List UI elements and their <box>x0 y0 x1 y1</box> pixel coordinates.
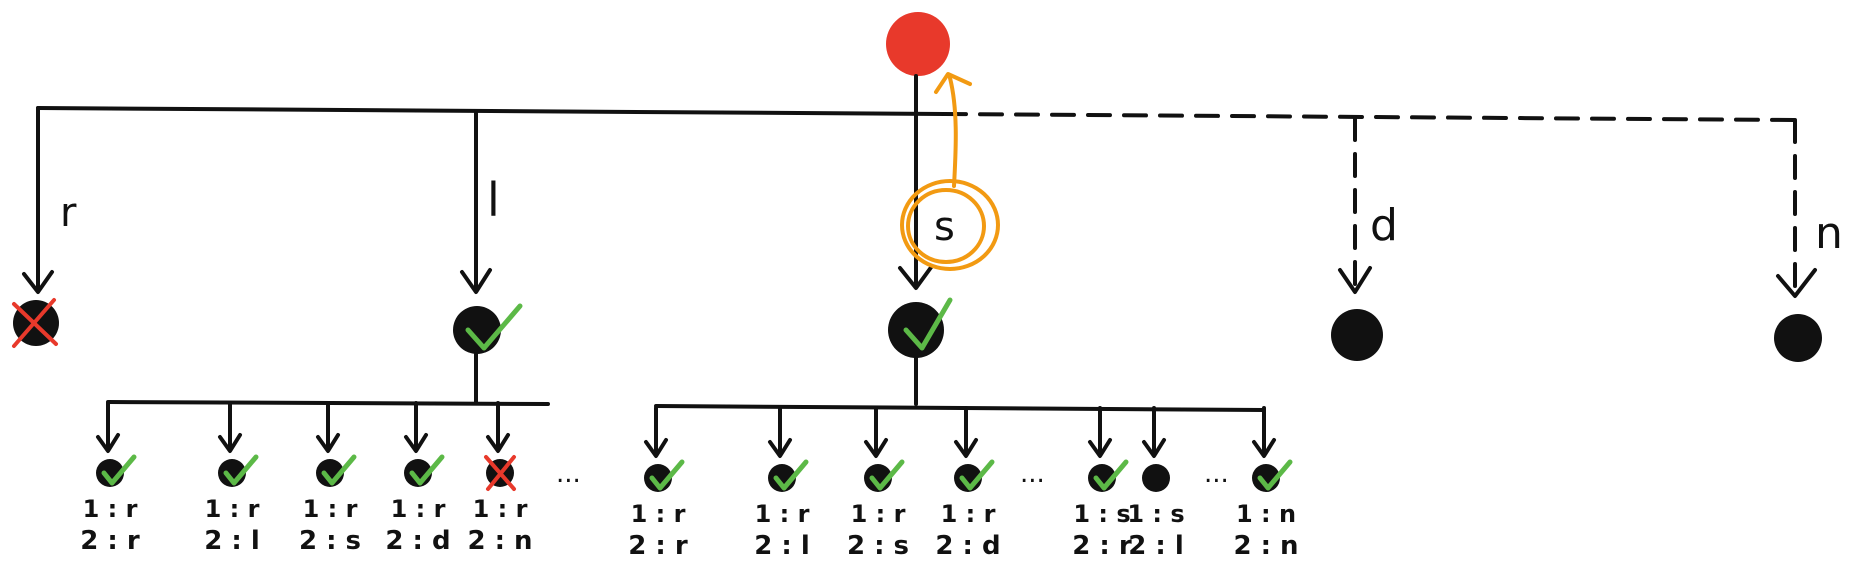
level1-bar-solid <box>36 106 946 116</box>
leaf-label-line1: 1 : r <box>473 495 528 523</box>
accept-check-icon <box>649 459 685 491</box>
accept-check-icon <box>465 303 523 351</box>
level1-node-3 <box>1331 309 1383 361</box>
right-group-bar <box>654 404 1266 412</box>
leaf-node <box>1142 464 1170 492</box>
selection-arrow <box>934 72 972 188</box>
accept-check-icon <box>773 459 809 491</box>
leaf-right-0: 1 : r 2 : r <box>628 406 688 561</box>
leaf-nodes: 1 : r 2 : r 1 : r 2 : l 1 : r 2 : s 1 : r 2 : d… <box>80 401 1299 561</box>
leaf-label-line2: 2 : l <box>1128 531 1184 561</box>
leaf-edge <box>954 406 978 458</box>
leaf-label-line1: 1 : r <box>205 495 260 523</box>
selection-label: s <box>934 204 955 250</box>
level1-node-1 <box>453 303 523 354</box>
leaf-edge <box>768 406 792 458</box>
reject-cross-icon <box>484 455 516 491</box>
accept-check-icon <box>223 454 259 486</box>
leaf-label-line1: 1 : r <box>631 500 686 528</box>
leaf-edge <box>316 401 340 453</box>
accept-check-icon <box>321 454 357 486</box>
leaf-label-line2: 2 : l <box>754 531 810 561</box>
ellipsis-right-1: ... <box>1020 459 1045 489</box>
leaf-left-0: 1 : r 2 : r <box>80 401 140 556</box>
leaf-label-line1: 1 : s <box>1127 500 1184 528</box>
leaf-label-line2: 2 : s <box>847 531 909 561</box>
selection-circle <box>900 179 1000 271</box>
leaf-edge <box>1142 406 1166 458</box>
leaf-label-line2: 2 : d <box>935 531 1000 561</box>
leaf-label-line1: 1 : r <box>851 500 906 528</box>
level1-node-4 <box>1774 314 1822 362</box>
leaf-label-line1: 1 : r <box>83 495 138 523</box>
leaf-label-line2: 2 : n <box>467 526 532 556</box>
leaf-edge <box>864 406 888 458</box>
leaf-label-line2: 2 : r <box>1072 531 1132 561</box>
leaf-left-4: 1 : r 2 : n <box>467 401 533 556</box>
leaf-label-line2: 2 : l <box>204 526 260 556</box>
leaf-label-line2: 2 : n <box>1233 531 1298 561</box>
leaf-right-5: 1 : s 2 : l <box>1127 406 1185 561</box>
reject-cross-icon <box>12 298 58 348</box>
edge-level1-3-arrowhead <box>1338 266 1372 294</box>
ellipsis-right-2: ... <box>1204 459 1229 489</box>
leaf-edge <box>1088 406 1112 458</box>
leaf-label-line1: 1 : s <box>1073 500 1130 528</box>
leaf-label-line2: 2 : d <box>385 526 450 556</box>
leaf-edge <box>404 401 428 453</box>
leaf-right-3: 1 : r 2 : d <box>935 406 1001 561</box>
leaf-right-1: 1 : r 2 : l <box>754 406 810 561</box>
leaf-label-line1: 1 : n <box>1236 500 1296 528</box>
leaf-edge <box>486 401 510 453</box>
edge-label-1: l <box>487 173 500 227</box>
accept-check-icon <box>409 454 445 486</box>
edge-level1-1 <box>460 110 492 294</box>
accept-check-icon <box>903 297 953 351</box>
leaf-right-6: 1 : n 2 : n <box>1233 406 1299 561</box>
ellipsis-between-groups: ... <box>556 459 581 489</box>
edge-label-0: r <box>60 190 77 236</box>
edge-label-3: d <box>1370 200 1398 251</box>
leaf-label-line1: 1 : r <box>303 495 358 523</box>
edge-label-4: n <box>1815 208 1843 259</box>
leaf-left-3: 1 : r 2 : d <box>385 401 451 556</box>
level1-node-0 <box>12 298 59 348</box>
level1-node-2 <box>888 297 953 358</box>
edge-level1-4-arrowhead <box>1776 268 1817 298</box>
leaf-edge <box>644 406 668 458</box>
leaf-edge <box>218 401 242 453</box>
leaf-label-line2: 2 : r <box>628 531 688 561</box>
leaf-edge <box>1252 406 1276 458</box>
leaf-label-line2: 2 : s <box>299 526 361 556</box>
edge-level1-0 <box>22 106 54 294</box>
edge-level1-2 <box>898 264 934 290</box>
level1-bar-dashed <box>942 112 1797 122</box>
accept-check-icon <box>1257 459 1293 491</box>
leaf-left-2: 1 : r 2 : s <box>299 401 361 556</box>
leaf-right-4: 1 : s 2 : r <box>1072 406 1132 561</box>
accept-check-icon <box>1093 459 1129 491</box>
root-node <box>886 12 950 76</box>
leaf-right-2: 1 : r 2 : s <box>847 406 909 561</box>
leaf-left-1: 1 : r 2 : l <box>204 401 260 556</box>
leaf-label-line1: 1 : r <box>755 500 810 528</box>
accept-check-icon <box>869 459 905 491</box>
selection-circle-inner <box>906 188 986 264</box>
accept-check-icon <box>101 454 137 486</box>
leaf-label-line1: 1 : r <box>941 500 996 528</box>
leaf-edge <box>96 401 120 453</box>
leaf-label-line1: 1 : r <box>391 495 446 523</box>
leaf-label-line2: 2 : r <box>80 526 140 556</box>
accept-check-icon <box>959 459 995 491</box>
